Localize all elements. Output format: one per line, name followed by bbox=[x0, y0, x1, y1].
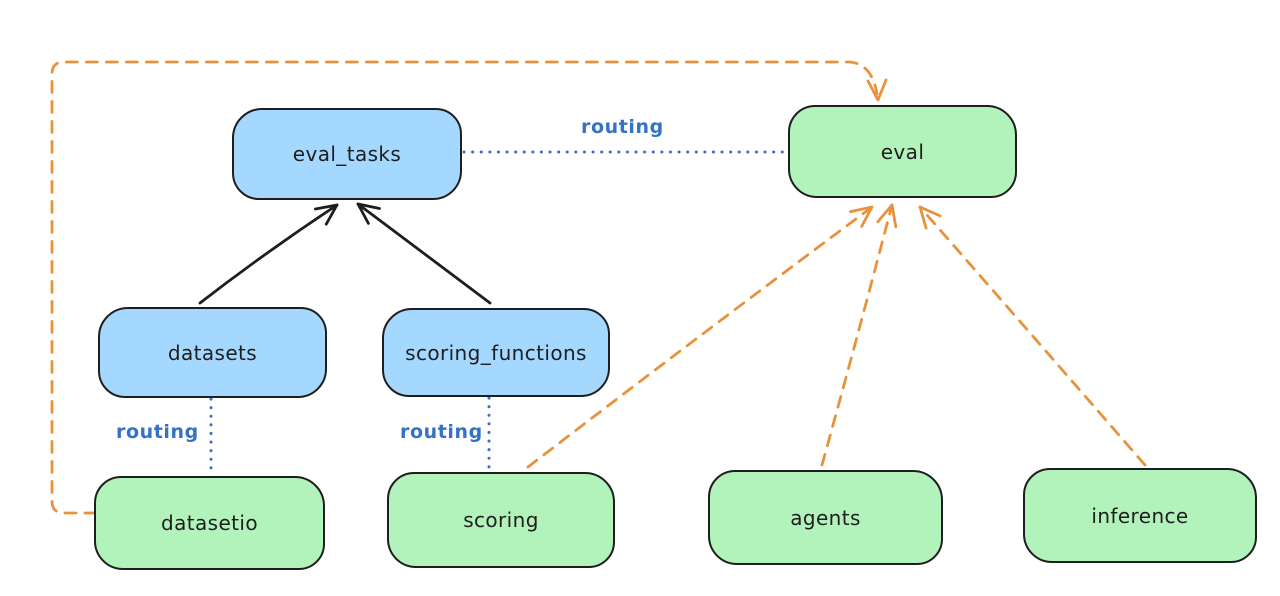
edge-datasets-to-eval-tasks bbox=[198, 203, 339, 305]
edge-scoring-functions-to-eval-tasks bbox=[356, 202, 492, 305]
node-eval-tasks: eval_tasks bbox=[232, 108, 462, 200]
node-datasets-label: datasets bbox=[167, 340, 258, 365]
routing-label-middle: routing bbox=[400, 421, 483, 443]
edge-scoring-to-eval bbox=[526, 205, 874, 469]
node-agents: agents bbox=[708, 470, 943, 565]
node-eval: eval bbox=[788, 105, 1017, 198]
routing-label-top: routing bbox=[581, 116, 664, 138]
edge-inference-to-eval bbox=[918, 205, 1147, 467]
node-inference: inference bbox=[1023, 468, 1257, 563]
node-agents-label: agents bbox=[790, 505, 861, 530]
node-scoring-functions: scoring_functions bbox=[382, 308, 610, 397]
node-datasets: datasets bbox=[98, 307, 327, 398]
node-datasetio-label: datasetio bbox=[160, 511, 258, 535]
node-scoring: scoring bbox=[387, 472, 615, 568]
routing-label-left: routing bbox=[116, 421, 199, 443]
node-scoring-functions-label: scoring_functions bbox=[405, 340, 587, 365]
node-datasetio: datasetio bbox=[94, 476, 325, 570]
node-inference-label: inference bbox=[1091, 503, 1189, 528]
node-eval-label: eval bbox=[880, 139, 925, 164]
node-eval-tasks-label: eval_tasks bbox=[292, 142, 402, 166]
edge-datasetio-to-eval bbox=[50, 60, 888, 515]
edge-agents-to-eval bbox=[820, 203, 898, 467]
node-scoring-label: scoring bbox=[463, 508, 539, 532]
